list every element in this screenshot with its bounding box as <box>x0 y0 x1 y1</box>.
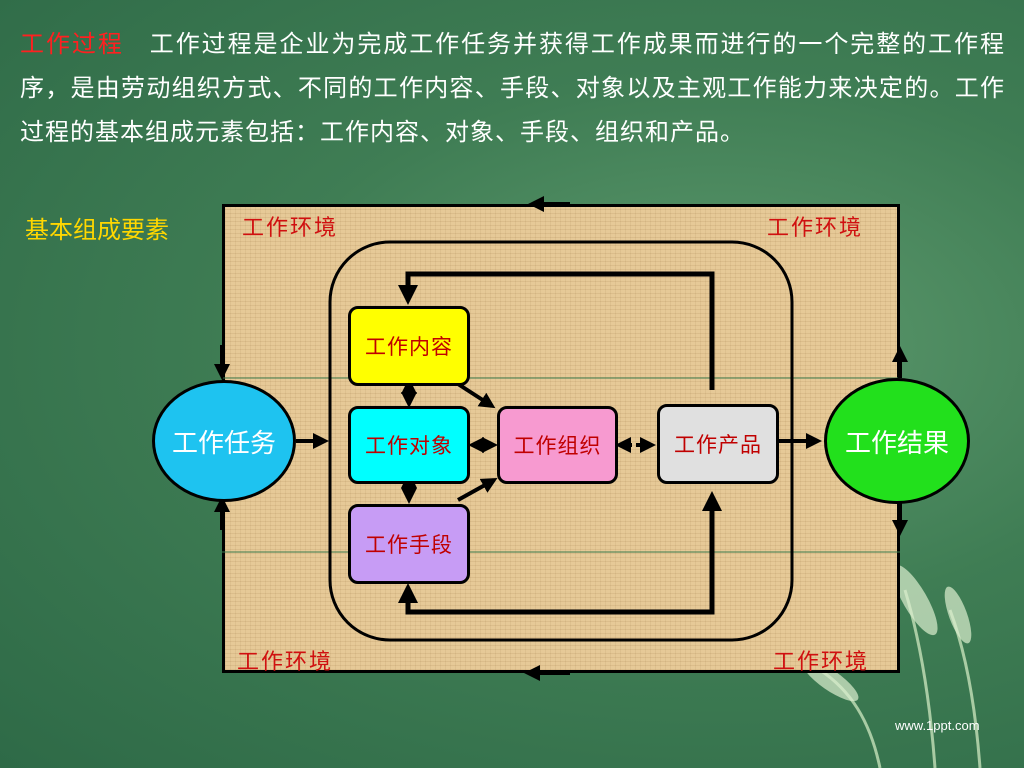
result-node: 工作结果 <box>824 378 970 504</box>
intro-paragraph: 工作过程工作过程是企业为完成工作任务并获得工作成果而进行的一个完整的工作程序，是… <box>20 22 1005 154</box>
intro-term: 工作过程 <box>20 30 124 58</box>
object-node: 工作对象 <box>348 406 470 484</box>
env-label-top-left: 工作环境 <box>242 216 339 241</box>
intro-text: 工作过程是企业为完成工作任务并获得工作成果而进行的一个完整的工作程序，是由劳动组… <box>20 30 1006 146</box>
footer-url: www.1ppt.com <box>895 718 980 733</box>
diagram-panel <box>222 204 900 673</box>
env-label-top-right: 工作环境 <box>767 216 864 241</box>
product-node: 工作产品 <box>657 404 779 484</box>
section-label: 基本组成要素 <box>25 216 169 244</box>
organization-node: 工作组织 <box>497 406 618 484</box>
env-label-bottom-left: 工作环境 <box>237 650 334 675</box>
means-node: 工作手段 <box>348 504 470 584</box>
env-label-bottom-right: 工作环境 <box>773 650 870 675</box>
content-node: 工作内容 <box>348 306 470 386</box>
task-node: 工作任务 <box>152 380 296 502</box>
